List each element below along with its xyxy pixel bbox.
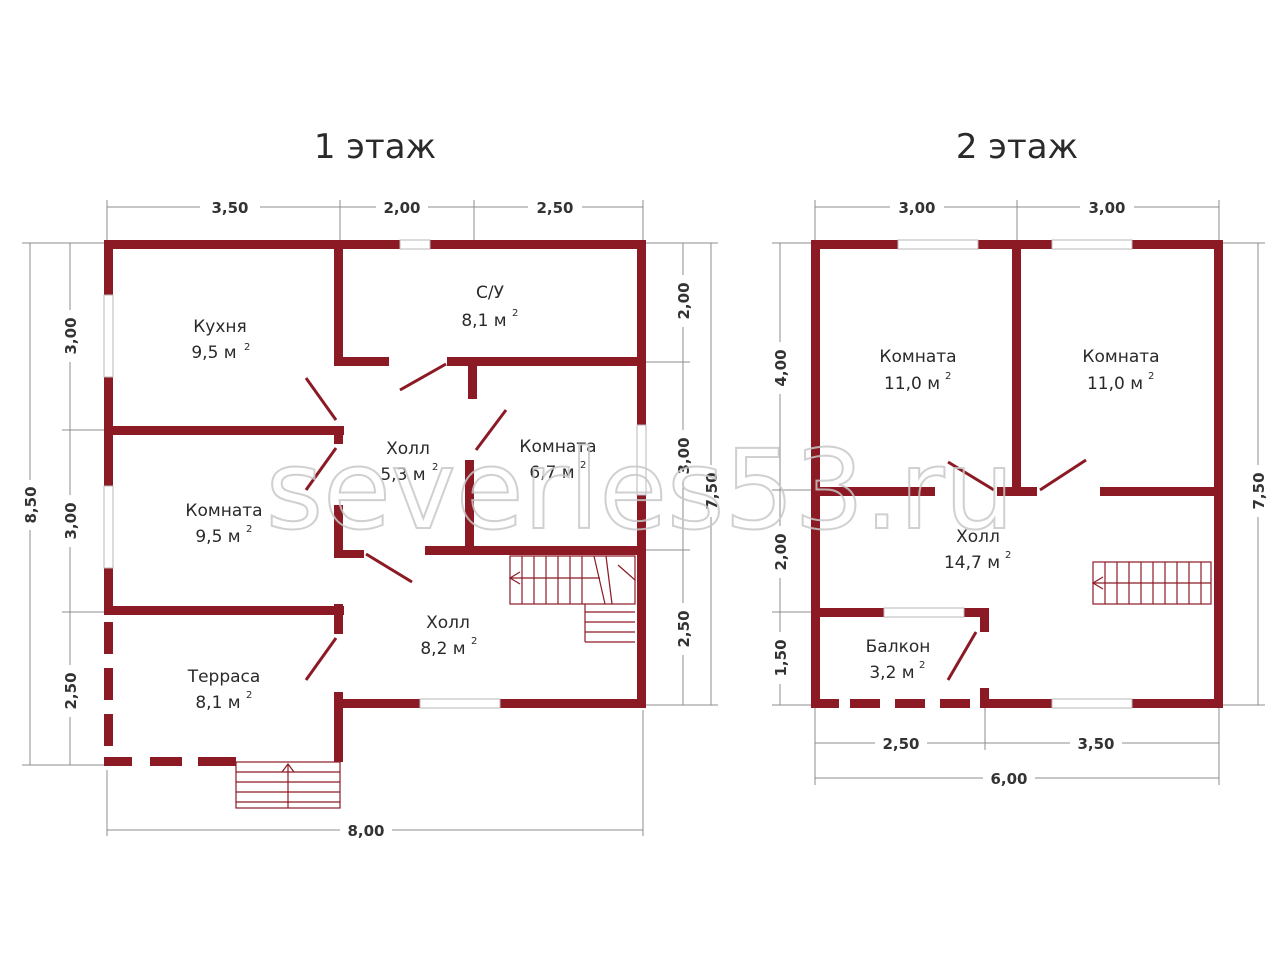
room-area: 8,2 м (420, 639, 465, 659)
floor1-terrace-rail (104, 622, 236, 766)
floor1-dim-left-3: 2,50 (62, 672, 80, 709)
floor2-doors (946, 458, 1087, 681)
room-area-sup: 2 (945, 371, 951, 382)
room-area: 11,0 м (884, 374, 940, 394)
floor2-windows (883, 239, 1133, 709)
floor1-dim-right-3: 2,50 (675, 610, 693, 647)
room-name: Холл (386, 439, 430, 459)
floor1-plan: 3,50 2,00 2,50 8,00 8,50 3,00 3,00 2,50 (20, 198, 721, 840)
floor1-porch-steps (235, 761, 341, 809)
floor1-dim-top-2: 2,00 (383, 199, 420, 217)
floor2-dim-left-2: 2,00 (772, 533, 790, 570)
floor2-dim-bottom-1: 2,50 (882, 735, 919, 753)
floor2-room-labels: Комната 11,0 м 2 Комната 11,0 м 2 Холл 1… (866, 347, 1160, 683)
room-area: 3,2 м (869, 663, 914, 683)
room-name: Холл (956, 527, 1000, 547)
floor1-dimensions: 3,50 2,00 2,50 8,00 8,50 3,00 3,00 2,50 (20, 198, 721, 840)
floor1-windows (103, 239, 647, 709)
floor1-dim-left-total: 8,50 (22, 486, 40, 523)
room-area-sup: 2 (1005, 550, 1011, 561)
room-area: 5,3 м (380, 465, 425, 485)
watermark: severles53.ru (266, 426, 1014, 554)
floor1-title: 1 этаж (314, 127, 436, 167)
room-area-sup: 2 (1148, 371, 1154, 382)
room-area: 8,1 м (195, 693, 240, 713)
floor1-room-labels: Кухня 9,5 м 2 С/У 8,1 м 2 Холл 5,3 м 2 К… (185, 283, 596, 713)
floor2-title: 2 этаж (956, 127, 1078, 167)
room-name: Кухня (193, 317, 247, 337)
floor1-dim-bottom: 8,00 (347, 822, 384, 840)
room-name: Комната (1082, 347, 1159, 367)
room-name: Комната (185, 501, 262, 521)
room-area: 6,7 м (529, 463, 574, 483)
room-area-sup: 2 (580, 460, 586, 471)
room-area-sup: 2 (244, 342, 250, 353)
floor2-stairs (1091, 561, 1212, 605)
floor2-dim-left-3: 1,50 (772, 639, 790, 676)
floor1-dim-right-2: 3,00 (675, 437, 693, 474)
floor1-dim-top-3: 2,50 (536, 199, 573, 217)
room-name: Комната (519, 437, 596, 457)
room-name: Комната (879, 347, 956, 367)
room-name: Холл (426, 613, 470, 633)
room-area: 14,7 м (944, 553, 1000, 573)
room-area-sup: 2 (432, 462, 438, 473)
floor1-doors (304, 362, 508, 681)
room-name: С/У (476, 283, 505, 303)
floor1-dim-top-1: 3,50 (211, 199, 248, 217)
floor2-dim-left-1: 4,00 (772, 349, 790, 386)
floor2-dim-right-total: 7,50 (1250, 472, 1268, 509)
floor1-dim-left-2: 3,00 (62, 502, 80, 539)
floor1-dim-right-total: 7,50 (703, 472, 721, 509)
floor2-dim-top-1: 3,00 (898, 199, 935, 217)
room-area-sup: 2 (246, 690, 252, 701)
room-name: Балкон (866, 637, 931, 657)
floor2-balcony-rail (850, 699, 970, 708)
room-area-sup: 2 (471, 636, 477, 647)
floor2-dimensions: 3,00 3,00 2,50 3,50 6,00 4,00 2,00 1,50 (770, 198, 1268, 788)
floor1-stairs (508, 555, 636, 643)
room-area: 9,5 м (195, 527, 240, 547)
floor2-plan: 3,00 3,00 2,50 3,50 6,00 4,00 2,00 1,50 (770, 198, 1268, 788)
room-area: 9,5 м (191, 343, 236, 363)
floor2-dim-bottom-2: 3,50 (1077, 735, 1114, 753)
floor2-dim-bottom-total: 6,00 (990, 770, 1027, 788)
room-area-sup: 2 (919, 660, 925, 671)
room-area: 11,0 м (1087, 374, 1143, 394)
floor2-dim-top-2: 3,00 (1088, 199, 1125, 217)
room-area-sup: 2 (246, 524, 252, 535)
room-area-sup: 2 (512, 308, 518, 319)
room-name: Терраса (187, 667, 261, 687)
room-area: 8,1 м (461, 311, 506, 331)
floor1-dim-right-1: 2,00 (675, 282, 693, 319)
floor1-dim-left-1: 3,00 (62, 317, 80, 354)
